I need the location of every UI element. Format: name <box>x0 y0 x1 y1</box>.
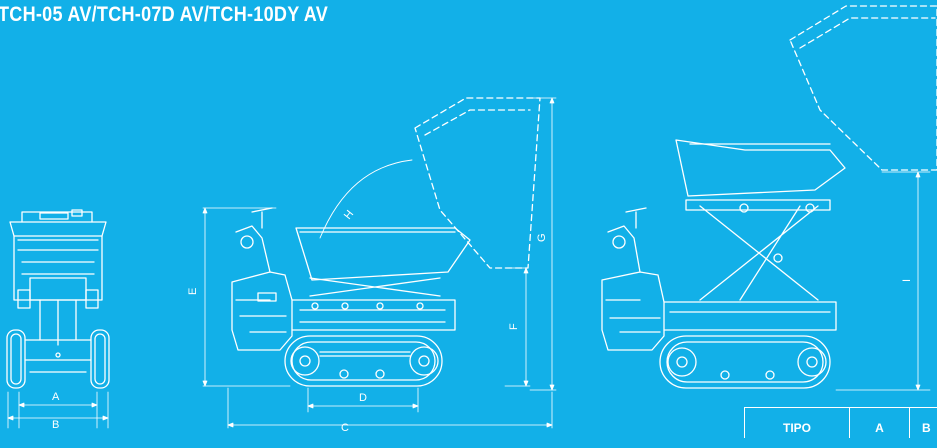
front-view-machine <box>6 209 110 389</box>
table-header-a: A <box>850 408 910 438</box>
dim-label-f: F <box>508 323 520 330</box>
side-view-machine <box>231 97 541 387</box>
dim-label-h: H <box>342 208 356 222</box>
table-header-tipo: TIPO <box>745 408 850 438</box>
side-dimension-lines <box>202 97 557 429</box>
dim-label-i: I <box>901 279 913 282</box>
page-title: TCH-05 AV/TCH-07D AV/TCH-10DY AV <box>0 3 329 26</box>
dim-label-c: C <box>341 422 349 432</box>
dim-label-e: E <box>187 288 199 295</box>
raised-view-machine <box>601 5 937 389</box>
dim-label-b: B <box>52 419 59 431</box>
dim-label-a: A <box>52 391 60 403</box>
dim-label-g: G <box>536 233 548 242</box>
dim-label-d: D <box>359 392 367 404</box>
table-header-b: B <box>910 408 937 438</box>
raised-dimension-lines <box>835 171 931 391</box>
technical-drawing: A B C D E F G H I <box>6 5 937 432</box>
spec-table: TIPO A B <box>744 407 937 438</box>
front-dimension-lines <box>7 391 109 429</box>
